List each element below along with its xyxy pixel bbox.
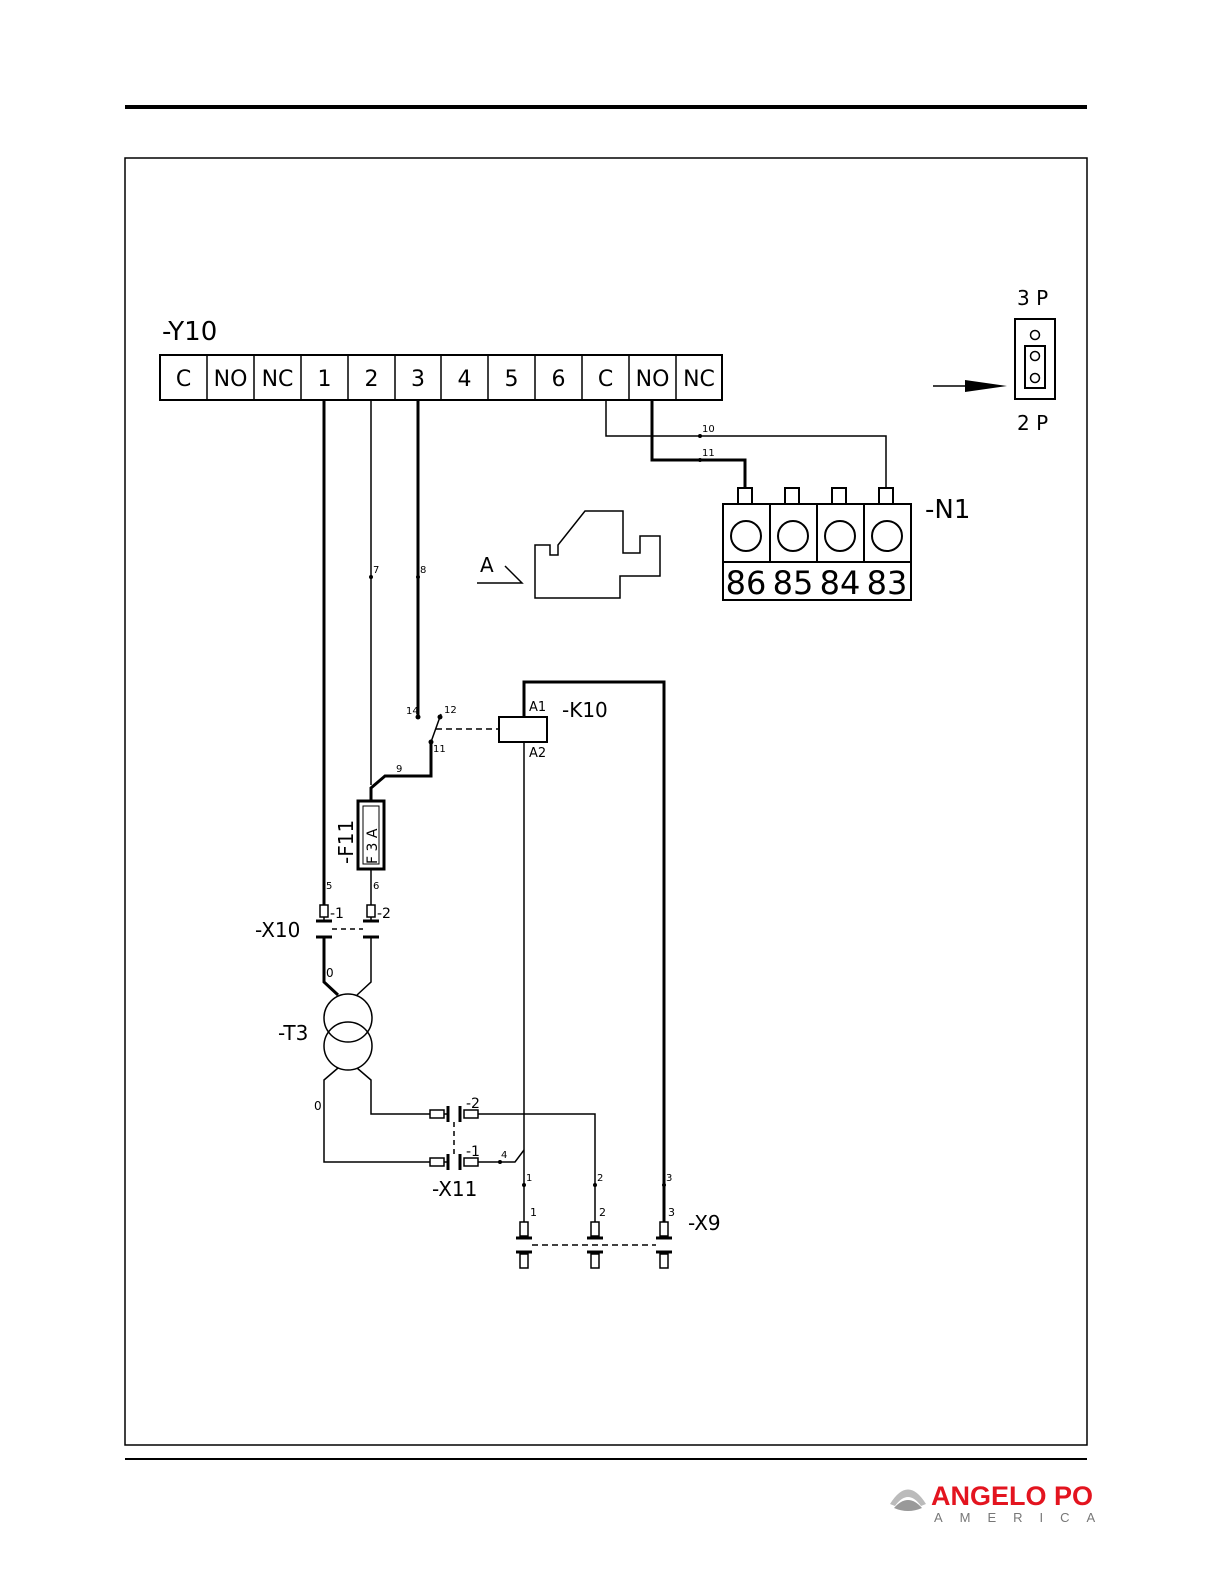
jumper-arrow — [933, 380, 1007, 392]
wire-2-label: 2 — [597, 1173, 603, 1184]
contact-12-label: 12 — [444, 705, 457, 716]
n1-terminal-83: 83 — [867, 564, 908, 602]
x10-pin1-label: -1 — [330, 906, 344, 922]
y10-label: -Y10 — [162, 317, 217, 347]
contact-14-label: 14 — [406, 706, 419, 717]
jumper-bridge — [1025, 346, 1045, 388]
jumper-2p-label: 2 P — [1017, 411, 1048, 435]
x9-pin3-label: 3 — [668, 1206, 675, 1219]
x10-connector — [316, 905, 379, 937]
t3-label: -T3 — [278, 1021, 308, 1045]
y10-terminal-c1: C — [176, 367, 191, 392]
wire-3-label: 3 — [666, 1173, 672, 1184]
y10-terminal-nc2: NC — [683, 367, 715, 392]
x11-pin1-label: -1 — [466, 1144, 480, 1160]
wire-0-secondary — [324, 1068, 430, 1162]
x11-label: -X11 — [432, 1177, 477, 1201]
n1-terminal-84: 84 — [820, 564, 861, 602]
x10-pin2-label: -2 — [377, 906, 391, 922]
wire-9-label: 9 — [396, 764, 402, 775]
x11-connector — [430, 1106, 478, 1170]
y10-terminal-nc1: NC — [262, 367, 294, 392]
f11-rating: F 3 A — [365, 828, 381, 864]
contact-11-label: 11 — [433, 744, 446, 755]
k10-label: -K10 — [562, 698, 608, 722]
x9-pin2-label: 2 — [599, 1206, 606, 1219]
wire-8-label: 8 — [420, 565, 426, 576]
diagram-frame — [125, 158, 1087, 1445]
k10-a1-label: A1 — [529, 700, 546, 715]
wire-3 — [524, 682, 664, 1222]
top-rule — [125, 105, 1087, 109]
wire-0a-label: 0 — [326, 966, 334, 980]
jumper-3p-label: 3 P — [1017, 286, 1048, 310]
x9-pin1-label: 1 — [530, 1206, 537, 1219]
x11-pin2-label: -2 — [466, 1096, 480, 1112]
t3-primary-winding — [324, 994, 372, 1042]
jumper-pin-top — [1031, 331, 1040, 340]
y10-terminal-5: 5 — [505, 367, 519, 392]
y10-terminal-4: 4 — [458, 367, 472, 392]
y10-terminal-c2: C — [598, 367, 613, 392]
x10-label: -X10 — [255, 918, 300, 942]
t3-secondary-winding — [324, 1022, 372, 1070]
x9-connector — [516, 1222, 672, 1268]
n1-terminal-85: 85 — [773, 564, 814, 602]
jumper-pin-bot — [1031, 374, 1040, 383]
brand-subtitle: AMERICA — [934, 1510, 1112, 1525]
wire-11 — [652, 400, 745, 488]
y10-terminal-1: 1 — [318, 367, 332, 392]
x9-label: -X9 — [688, 1211, 721, 1235]
jumper-pin-mid — [1031, 352, 1040, 361]
k10-a2-label: A2 — [529, 746, 546, 761]
wire-6-primary — [357, 937, 371, 995]
brand-name: ANGELO PO — [931, 1481, 1093, 1511]
wire-4-label: 4 — [501, 1150, 507, 1161]
angelo-po-logo: ANGELO PO AMERICA — [890, 1481, 1112, 1525]
y10-terminal-2: 2 — [365, 367, 379, 392]
y10-terminal-no1: NO — [214, 367, 248, 392]
wire-6-label: 6 — [373, 881, 379, 892]
detail-a-outline — [535, 511, 660, 598]
n1-terminal-86: 86 — [726, 564, 767, 602]
y10-terminal-no2: NO — [636, 367, 670, 392]
wire-0b-label: 0 — [314, 1099, 322, 1113]
k10-coil — [499, 717, 547, 742]
y10-terminal-6: 6 — [552, 367, 566, 392]
wire-7-label: 7 — [373, 565, 379, 576]
f11-label: -F11 — [334, 820, 358, 864]
bottom-rule — [125, 1458, 1087, 1460]
wire-10-label: 10 — [702, 424, 715, 435]
wire-5-label: 5 — [326, 881, 332, 892]
y10-terminal-3: 3 — [411, 367, 425, 392]
wire-11-label: 11 — [702, 448, 715, 459]
n1-label: -N1 — [925, 495, 970, 525]
k10-contact-blade — [431, 714, 441, 742]
wire-1-label: 1 — [526, 1173, 532, 1184]
detail-a-label: A — [480, 553, 494, 577]
wire-2-secondary — [357, 1068, 430, 1114]
